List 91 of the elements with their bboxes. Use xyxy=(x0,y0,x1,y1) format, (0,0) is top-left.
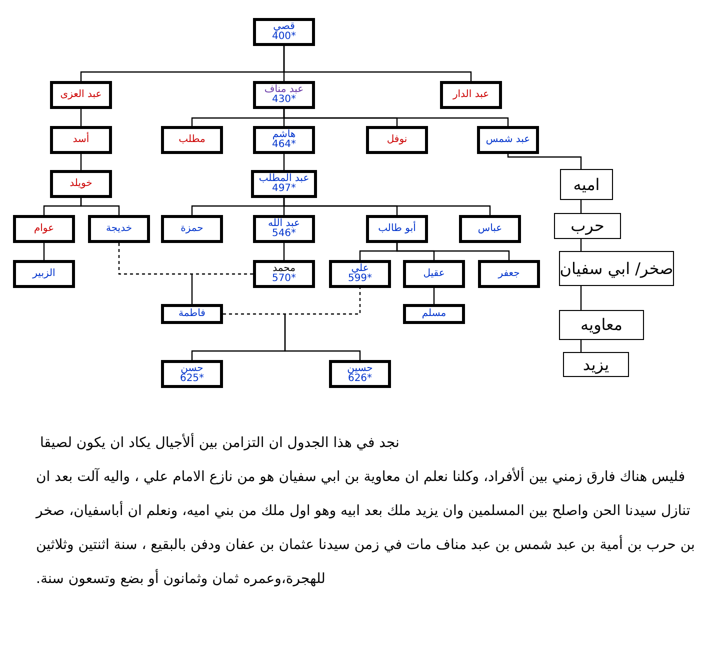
connector-line xyxy=(80,154,82,170)
person-box xyxy=(161,215,223,243)
name-label: خديجة xyxy=(106,224,132,234)
person-box xyxy=(366,126,428,154)
name-label: الزبير xyxy=(32,269,56,279)
year-label: 570* xyxy=(272,274,296,284)
person-box xyxy=(403,260,465,288)
person-box xyxy=(13,215,75,243)
person-box xyxy=(251,170,317,198)
name-label: مسلم xyxy=(422,309,446,319)
person-box xyxy=(50,170,112,198)
person-box xyxy=(559,310,644,340)
person-box xyxy=(13,260,75,288)
person-box xyxy=(88,215,150,243)
connector-line xyxy=(43,243,45,260)
name-label: جعفر xyxy=(498,269,520,279)
connector-line xyxy=(191,274,193,304)
name-label: عبد العزى xyxy=(60,90,102,100)
paragraph: نجد في هذا الجدول ان التزامن بين ألأجيال يكاد ان يكون لصيقا xyxy=(40,432,400,453)
name-label: قصي xyxy=(273,22,295,32)
person-box xyxy=(329,360,391,388)
person-box xyxy=(366,215,428,243)
connector-line xyxy=(580,200,582,213)
name-label: محمد xyxy=(272,264,296,274)
name-label: حمزة xyxy=(180,224,204,234)
name-label: معاويه xyxy=(580,316,622,334)
name-label: مطلب xyxy=(178,135,206,145)
name-label: حسين xyxy=(347,364,373,374)
name-label: عبد شمس xyxy=(486,135,530,145)
name-label: عوام xyxy=(34,224,54,234)
name-label: خويلد xyxy=(70,179,92,189)
connector-line xyxy=(283,109,509,126)
connector-line xyxy=(580,286,582,310)
connector-line xyxy=(433,288,435,304)
dashed-connector xyxy=(223,288,361,315)
connector-line xyxy=(80,109,82,126)
person-box xyxy=(477,126,539,154)
name-label: عباس xyxy=(478,224,502,234)
year-label: 625* xyxy=(180,374,204,384)
name-label: يزيد xyxy=(582,356,610,374)
person-box xyxy=(440,81,502,109)
name-label: عبد المطلب xyxy=(258,174,310,184)
connector-line xyxy=(396,243,510,260)
person-box xyxy=(459,215,521,243)
year-label: 400* xyxy=(272,32,296,42)
person-box xyxy=(253,126,315,154)
year-label: 626* xyxy=(348,374,372,384)
person-box xyxy=(161,304,223,324)
paragraph: فليس هناك فارق زمني بين ألأفراد، وكلنا نعلم ان معاوية بن ابي سفيان هو من نازع الامام علي ، واليه آلت بعد ان تنازل سيدنا الحن واصلح بين المسلمين وان يزيد ملك بعد ابيه وهو اول ملك من بني اميه، ونعلم ان أباسفيان، صخر بن حرب بن أمية بن عبد شمس بن عبد مناف مات في زمن سيدنا عثمان بن عفان ودفن بالبقيع ، سنة اثنتين وثلاثين للهجرة،وعمره ثمان وثمانون أو بضع وتسعون سنة. xyxy=(36,466,696,589)
person-box xyxy=(253,260,315,288)
connector-line xyxy=(283,243,285,260)
person-box xyxy=(253,81,315,109)
name-label: عبد الدار xyxy=(452,90,490,100)
connector-line xyxy=(283,154,285,170)
person-box xyxy=(161,126,223,154)
connector-line xyxy=(283,198,491,215)
connector-line xyxy=(80,198,120,215)
person-box xyxy=(478,260,540,288)
person-box xyxy=(50,81,112,109)
name-label: حرب xyxy=(570,217,604,235)
name-label: علي xyxy=(351,264,369,274)
name-label: صخر/ ابي سفيان xyxy=(560,260,674,278)
person-box xyxy=(559,251,674,286)
year-label: 497* xyxy=(272,184,296,194)
year-label: 599* xyxy=(348,274,372,284)
name-label: عبد مناف xyxy=(264,85,304,95)
year-label: 546* xyxy=(272,229,296,239)
name-label: نوفل xyxy=(386,135,408,145)
name-label: عبد الله xyxy=(268,219,300,229)
person-box xyxy=(253,18,315,46)
name-label: عقيل xyxy=(423,269,445,279)
year-label: 430* xyxy=(272,95,296,105)
connector-line xyxy=(507,154,582,169)
connector-line xyxy=(284,314,361,360)
person-box xyxy=(329,260,391,288)
name-label: هاشم xyxy=(272,130,296,140)
person-box xyxy=(50,126,112,154)
connector-line xyxy=(580,340,582,352)
person-box xyxy=(563,352,629,377)
name-label: حسن xyxy=(180,364,204,374)
connector-line xyxy=(283,46,472,81)
person-box xyxy=(253,215,315,243)
person-box xyxy=(403,304,465,324)
person-box xyxy=(161,360,223,388)
person-box xyxy=(554,213,621,239)
person-box xyxy=(560,169,613,200)
name-label: فاطمة xyxy=(178,309,206,319)
year-label: 464* xyxy=(272,140,296,150)
name-label: اميه xyxy=(573,176,600,194)
dashed-connector xyxy=(118,243,253,275)
connector-line xyxy=(580,239,582,251)
